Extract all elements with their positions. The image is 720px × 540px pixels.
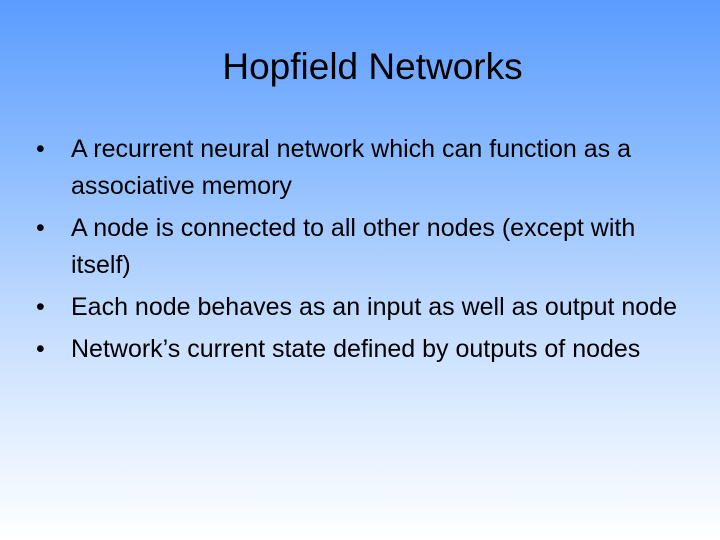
bullet-dot-icon: •	[36, 335, 45, 363]
bullet-dot-icon: •	[36, 293, 45, 321]
bullet-text: A node is connected to all other nodes (…	[71, 214, 636, 279]
bullet-text: A recurrent neural network which can fun…	[71, 135, 632, 200]
bullet-text: Network’s current state defined by outpu…	[71, 335, 641, 363]
bullet-item: • Network’s current state defined by out…	[36, 331, 696, 368]
bullet-list: • A recurrent neural network which can f…	[36, 131, 696, 373]
bullet-dot-icon: •	[36, 214, 45, 242]
slide-title: Hopfield Networks	[222, 46, 523, 87]
bullet-item: • A node is connected to all other nodes…	[36, 210, 696, 284]
bullet-item: • Each node behaves as an input as well …	[36, 289, 696, 326]
bullet-dot-icon: •	[36, 135, 45, 163]
bullet-item: • A recurrent neural network which can f…	[36, 131, 696, 205]
bullet-text: Each node behaves as an input as well as…	[71, 293, 677, 321]
